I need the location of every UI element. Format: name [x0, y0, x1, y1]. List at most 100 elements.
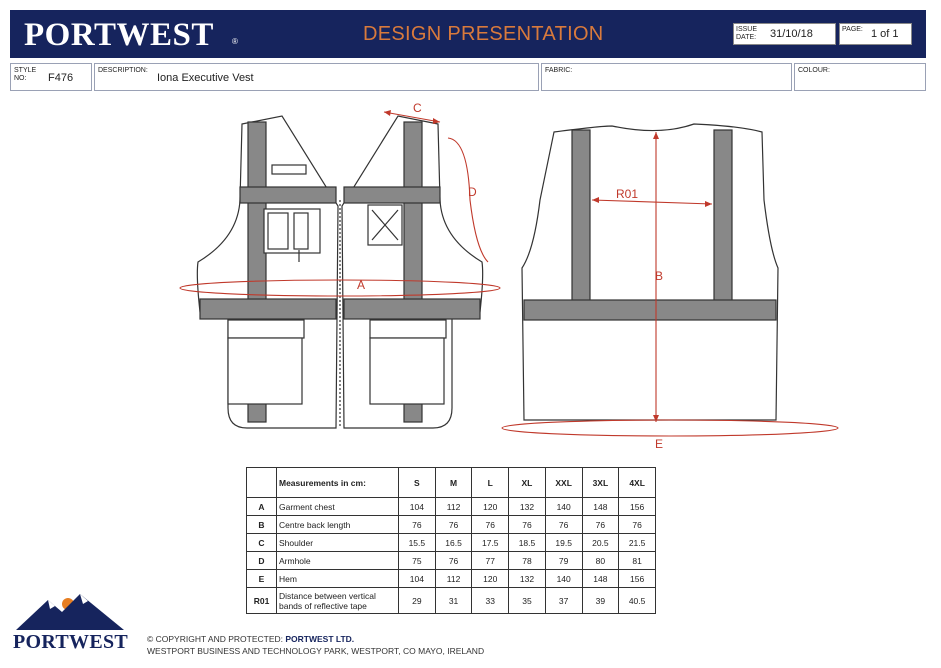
- row-value: 76: [508, 515, 546, 534]
- row-value: 156: [618, 569, 656, 588]
- size-header: 4XL: [618, 467, 656, 498]
- label-r01: R01: [616, 187, 638, 201]
- mountain-logo-icon: [16, 594, 124, 630]
- size-header: 3XL: [581, 467, 620, 498]
- copyright-prefix: © COPYRIGHT AND PROTECTED:: [147, 634, 283, 644]
- row-description: Distance between vertical bands of refle…: [276, 587, 399, 614]
- issue-date-label: ISSUE DATE:: [736, 26, 758, 41]
- table-row: C Shoulder 15.5 16.5 17.5 18.5 19.5 20.5…: [246, 533, 656, 552]
- page-box: PAGE: 1 of 1: [839, 23, 912, 45]
- row-value: 31: [434, 587, 473, 614]
- row-value: 76: [434, 551, 473, 570]
- copyright-company: PORTWEST LTD.: [285, 634, 355, 644]
- row-value: 81: [618, 551, 656, 570]
- row-value: 78: [508, 551, 546, 570]
- table-header-label: Measurements in cm:: [276, 467, 399, 498]
- footer-copyright: © COPYRIGHT AND PROTECTED: PORTWEST LTD.: [147, 634, 354, 644]
- vest-back-view: [521, 123, 779, 421]
- row-value: 120: [471, 497, 510, 516]
- row-value: 76: [398, 515, 436, 534]
- row-value: 39: [581, 587, 620, 614]
- footer-brand-logo: PORTWEST: [13, 631, 129, 653]
- size-header: M: [434, 467, 473, 498]
- fabric-label: FABRIC:: [545, 67, 573, 74]
- row-value: 18.5: [508, 533, 546, 552]
- vest-front-view: [196, 115, 484, 429]
- row-value: 76: [434, 515, 473, 534]
- row-value: 104: [398, 497, 436, 516]
- row-value: 29: [398, 587, 436, 614]
- row-code: E: [246, 569, 277, 588]
- label-a: A: [357, 278, 365, 292]
- row-value: 156: [618, 497, 656, 516]
- row-value: 76: [471, 515, 510, 534]
- row-value: 20.5: [581, 533, 620, 552]
- row-value: 15.5: [398, 533, 436, 552]
- size-header: L: [471, 467, 510, 498]
- size-header: XXL: [544, 467, 583, 498]
- row-value: 104: [398, 569, 436, 588]
- brand-registered-mark: ®: [232, 37, 238, 46]
- brand-logo: PORTWEST: [24, 17, 214, 53]
- row-code: D: [246, 551, 277, 570]
- row-description: Shoulder: [276, 533, 399, 552]
- description-value: Iona Executive Vest: [157, 72, 254, 84]
- style-no-label: STYLE NO:: [14, 67, 37, 82]
- row-value: 80: [581, 551, 620, 570]
- table-header-cell: [246, 467, 277, 498]
- row-value: 112: [434, 569, 473, 588]
- row-value: 112: [434, 497, 473, 516]
- style-no-value: F476: [48, 72, 74, 84]
- row-value: 76: [581, 515, 620, 534]
- measurements-table: Measurements in cm: S M L XL XXL 3XL 4XL…: [246, 467, 656, 614]
- row-value: 148: [581, 497, 620, 516]
- fabric-box: FABRIC:: [541, 63, 792, 91]
- description-label: DESCRIPTION:: [98, 67, 148, 74]
- label-e: E: [655, 437, 663, 451]
- table-row: R01 Distance between vertical bands of r…: [246, 587, 656, 614]
- measurement-labels: C D A R01 B E: [357, 101, 663, 451]
- row-value: 37: [544, 587, 583, 614]
- row-value: 35: [508, 587, 546, 614]
- footer-address: WESTPORT BUSINESS AND TECHNOLOGY PARK, W…: [147, 646, 485, 656]
- row-value: 132: [508, 497, 546, 516]
- size-header: XL: [508, 467, 546, 498]
- row-value: 76: [544, 515, 583, 534]
- label-c: C: [413, 101, 422, 115]
- table-row: A Garment chest 104 112 120 132 140 148 …: [246, 497, 656, 516]
- page-label: PAGE:: [842, 26, 863, 33]
- label-b: B: [655, 269, 663, 283]
- row-value: 140: [544, 569, 583, 588]
- page-title: DESIGN PRESENTATION: [363, 23, 604, 45]
- row-value: 33: [471, 587, 510, 614]
- row-value: 79: [544, 551, 583, 570]
- row-description: Garment chest: [276, 497, 399, 516]
- colour-box: COLOUR:: [794, 63, 926, 91]
- issue-date-box: ISSUE DATE: 31/10/18: [733, 23, 836, 45]
- row-value: 120: [471, 569, 510, 588]
- row-code: B: [246, 515, 277, 534]
- page-value: 1 of 1: [871, 28, 899, 40]
- table-row: E Hem 104 112 120 132 140 148 156: [246, 569, 656, 588]
- row-description: Armhole: [276, 551, 399, 570]
- row-description: Centre back length: [276, 515, 399, 534]
- row-value: 19.5: [544, 533, 583, 552]
- header-bar: PORTWEST ® DESIGN PRESENTATION ISSUE DAT…: [10, 10, 926, 58]
- row-value: 132: [508, 569, 546, 588]
- row-value: 21.5: [618, 533, 656, 552]
- measurement-lines: [179, 110, 839, 437]
- row-code: R01: [246, 587, 277, 614]
- row-code: A: [246, 497, 277, 516]
- row-value: 76: [618, 515, 656, 534]
- row-value: 17.5: [471, 533, 510, 552]
- row-value: 75: [398, 551, 436, 570]
- table-header-row: Measurements in cm: S M L XL XXL 3XL 4XL: [246, 467, 656, 498]
- row-description: Hem: [276, 569, 399, 588]
- row-value: 140: [544, 497, 583, 516]
- label-d: D: [468, 185, 477, 199]
- table-row: D Armhole 75 76 77 78 79 80 81: [246, 551, 656, 570]
- size-header: S: [398, 467, 436, 498]
- colour-label: COLOUR:: [798, 67, 830, 74]
- issue-date-value: 31/10/18: [770, 28, 813, 40]
